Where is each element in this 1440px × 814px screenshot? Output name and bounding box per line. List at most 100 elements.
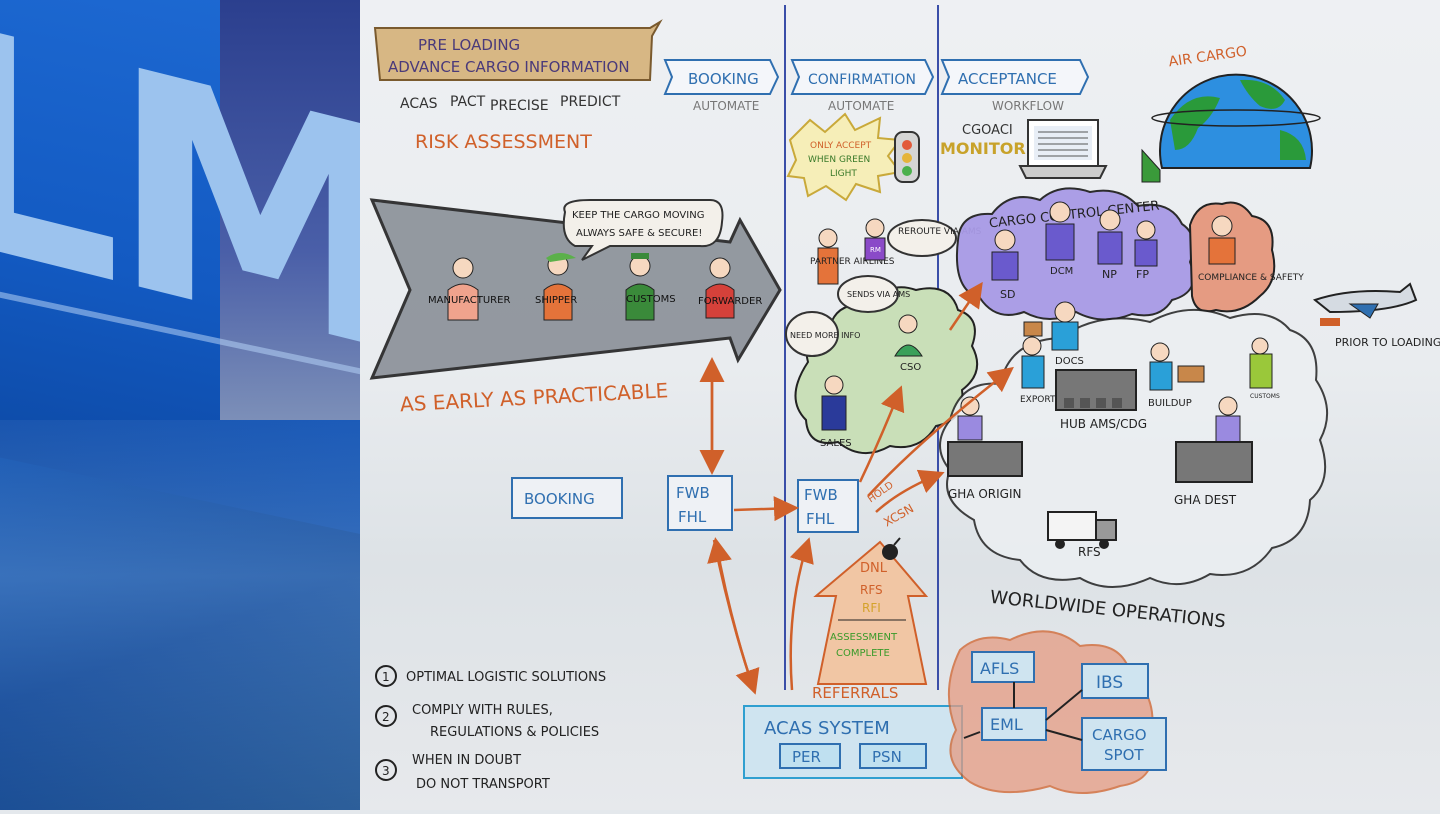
screening-programs: ACAS PACT PRECISE PREDICT <box>400 94 621 114</box>
system-cargospot: CARGO SPOT <box>1081 717 1167 771</box>
principle-1: 1 OPTIMAL LOGISTIC SOLUTIONS <box>375 665 606 687</box>
principle-3-line1: WHEN IN DOUBT <box>412 753 521 768</box>
only-accept-burst: ONLY ACCEPT WHEN GREEN LIGHT <box>786 112 902 202</box>
afls-label: AFLS <box>980 659 1019 678</box>
role-dcm: DCM <box>1045 201 1075 277</box>
fhl2-label: FHL <box>806 510 835 528</box>
phase-acceptance: ACCEPTANCE WORKFLOW <box>940 59 1090 113</box>
cargospot-line1: CARGO <box>1092 726 1147 744</box>
phase-booking: BOOKING AUTOMATE <box>663 59 780 113</box>
docs-person: DOCS <box>1051 301 1084 367</box>
referral-rfs: RFS <box>860 583 883 597</box>
docs-label: DOCS <box>1055 356 1084 367</box>
cso-person: CSO <box>894 314 923 373</box>
sales-person: SALES <box>820 375 852 449</box>
as-early-label: AS EARLY AS PRACTICABLE <box>399 378 668 416</box>
acas-per-label: PER <box>792 748 821 766</box>
system-ibs: IBS <box>1081 663 1149 699</box>
acas-system-label: ACAS SYSTEM <box>764 718 890 739</box>
burst-line3: LIGHT <box>830 169 857 179</box>
phase-confirmation-sub: AUTOMATE <box>828 99 894 113</box>
prior-loading-label: PRIOR TO LOADING <box>1335 336 1440 349</box>
actor-manufacturer: MANUFACTURER <box>428 257 510 321</box>
traffic-light-icon <box>894 131 920 183</box>
referral-assess1: ASSESSMENT <box>830 632 898 643</box>
ibs-label: IBS <box>1096 673 1123 693</box>
preloading-banner: PRE LOADING ADVANCE CARGO INFORMATION <box>373 19 663 81</box>
principle-2-num: 2 <box>382 710 390 724</box>
process-sketch: PRE LOADING ADVANCE CARGO INFORMATION AC… <box>360 0 1440 810</box>
principle-3-num: 3 <box>382 764 390 778</box>
export-person: EXPORT <box>1020 321 1056 405</box>
fwb-fhl-box-1: FWB FHL <box>667 475 733 531</box>
phase-confirmation-label: CONFIRMATION <box>808 72 916 88</box>
phase-booking-sub: AUTOMATE <box>693 99 759 113</box>
system-links <box>1013 682 1083 741</box>
referral-arrow: DNL RFS RFI ASSESSMENT COMPLETE REFERRAL… <box>812 540 929 702</box>
banner-line1: PRE LOADING <box>418 36 520 54</box>
sends-bubble: SENDS VIA AMS <box>837 275 910 313</box>
actor-forwarder: FORWARDER <box>698 257 762 319</box>
actor-customs: CUSTOMS <box>625 253 676 321</box>
globe-icon <box>1151 73 1321 169</box>
risk-assessment-label: RISK ASSESSMENT <box>415 131 592 153</box>
referral-rfi: RFI <box>862 601 881 615</box>
program-predict: PREDICT <box>560 94 621 110</box>
program-acas: ACAS <box>400 96 438 112</box>
worldwide-label: WORLDWIDE OPERATIONS <box>989 587 1227 633</box>
reroute-bubble: REROUTE VIA AMS <box>887 219 982 257</box>
sales-label: SALES <box>820 438 852 449</box>
role-sd: SD <box>991 229 1019 301</box>
gha-dest: GHA DEST <box>1174 396 1253 507</box>
referral-assess2: COMPLETE <box>836 648 890 659</box>
monitor-icon <box>1018 119 1108 179</box>
program-pact: PACT <box>450 94 486 110</box>
referral-dnl: DNL <box>860 561 888 576</box>
hub-warehouse-icon: HUB AMS/CDG <box>1055 369 1147 431</box>
keep-moving-bubble: KEEP THE CARGO MOVING ALWAYS SAFE & SECU… <box>562 199 724 261</box>
booking-box: BOOKING <box>511 477 623 519</box>
bomb-icon <box>882 537 901 560</box>
role-dcm-label: DCM <box>1050 266 1073 277</box>
phase-acceptance-sub: WORKFLOW <box>992 99 1064 113</box>
reroute-label: REROUTE VIA AMS <box>898 227 982 237</box>
monitor-line1: CGOACI <box>962 123 1013 138</box>
compliance-person: COMPLIANCE & SAFETY <box>1198 215 1304 283</box>
principle-2-line2: REGULATIONS & POLICIES <box>430 725 599 740</box>
control-center-cloud <box>956 187 1195 321</box>
monitor-label: MONITOR <box>940 139 1026 158</box>
acas-psn-label: PSN <box>872 748 902 766</box>
partner-airlines: PARTNER AIRLINES <box>810 228 895 285</box>
flow-arrows <box>699 281 1014 695</box>
acas-system-box: ACAS SYSTEM PER PSN <box>743 705 963 779</box>
bubble-line1: KEEP THE CARGO MOVING <box>572 210 704 221</box>
phase-confirmation: CONFIRMATION AUTOMATE <box>790 59 935 113</box>
aircraft-photo: LM <box>0 0 360 810</box>
gha-origin-label: GHA ORIGIN <box>948 487 1021 501</box>
rm-person: RM <box>864 218 886 261</box>
bubble-line2: ALWAYS SAFE & SECURE! <box>576 228 702 239</box>
booking-box-label: BOOKING <box>524 490 595 508</box>
sky <box>220 0 360 420</box>
cargospot-line2: SPOT <box>1104 746 1144 764</box>
principle-1-num: 1 <box>382 670 390 684</box>
globe-person-icon <box>1141 148 1161 183</box>
burst-line2: WHEN GREEN <box>808 155 870 165</box>
actor-label-customs: CUSTOMS <box>626 294 676 305</box>
eml-label: EML <box>990 715 1023 734</box>
role-fp-label: FP <box>1136 268 1149 281</box>
truck-icon: RFS <box>1047 511 1117 559</box>
fuselage-reflection <box>0 420 360 810</box>
gha-dest-label: GHA DEST <box>1174 493 1237 507</box>
actor-label-shipper: SHIPPER <box>535 295 577 306</box>
burst-line1: ONLY ACCEPT <box>810 141 872 151</box>
gha-origin: GHA ORIGIN <box>947 396 1023 501</box>
principle-2-line1: COMPLY WITH RULES, <box>412 703 553 718</box>
xcsn-label: XCSN <box>881 501 916 529</box>
phase-acceptance-label: ACCEPTANCE <box>958 70 1057 88</box>
principle-1-line1: OPTIMAL LOGISTIC SOLUTIONS <box>406 670 606 685</box>
need-info-bubble: NEED MORE INFO <box>785 311 860 357</box>
customs-officer-label: CUSTOMS <box>1250 393 1280 400</box>
principle-2: 2 COMPLY WITH RULES, REGULATIONS & POLIC… <box>375 703 599 740</box>
fhl1-label: FHL <box>678 508 707 526</box>
